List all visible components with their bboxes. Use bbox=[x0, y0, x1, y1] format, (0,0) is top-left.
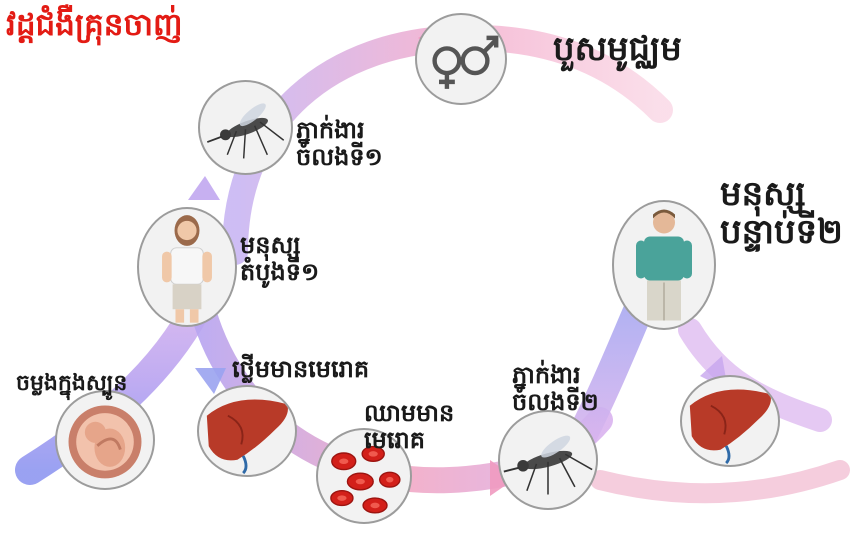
womb-infection-label: ចម្លងក្នុងស្បូន bbox=[16, 372, 127, 397]
gender-symbols-icon bbox=[417, 15, 505, 103]
womb-node bbox=[55, 390, 155, 490]
human-figure-icon bbox=[614, 202, 714, 328]
first-human-node bbox=[137, 207, 237, 327]
second-human-node bbox=[612, 200, 716, 330]
gender-node bbox=[415, 13, 507, 105]
mosquito-icon bbox=[500, 412, 596, 508]
arrowhead-left bbox=[188, 176, 220, 200]
fetus-in-womb-icon bbox=[57, 392, 153, 488]
arc-bottom-right bbox=[600, 470, 840, 493]
first-human-label: មនុស្ស តំបូងទី១ bbox=[240, 232, 319, 286]
sexual-reproduction-label: បួសមូជ្ឈម bbox=[553, 30, 682, 68]
liver-icon bbox=[199, 387, 295, 475]
infected-blood-label: ឈាមមាន មេរោគ bbox=[364, 400, 454, 454]
liver-node-1 bbox=[197, 385, 297, 477]
diagram-title: វដ្តជំងឺគ្រុនចាញ់ bbox=[6, 8, 183, 43]
mosquito-vector-2-label: ភ្នាក់ងារ ចំលងទី២ bbox=[512, 362, 599, 416]
mosquito-vector-node-2 bbox=[498, 410, 598, 510]
mosquito-vector-1-label: ភ្នាក់ងារ ចំលងទី១ bbox=[296, 117, 383, 171]
human-figure-icon bbox=[139, 209, 235, 325]
liver-node-2 bbox=[680, 375, 780, 467]
mosquito-icon bbox=[200, 82, 291, 173]
second-human-label: មនុស្ស បន្ទាប់ទី២ bbox=[720, 175, 843, 251]
infected-liver-label: ថ្លើមមានមេរោគ bbox=[232, 356, 369, 383]
liver-icon bbox=[682, 377, 778, 465]
mosquito-vector-node-1 bbox=[198, 80, 293, 175]
